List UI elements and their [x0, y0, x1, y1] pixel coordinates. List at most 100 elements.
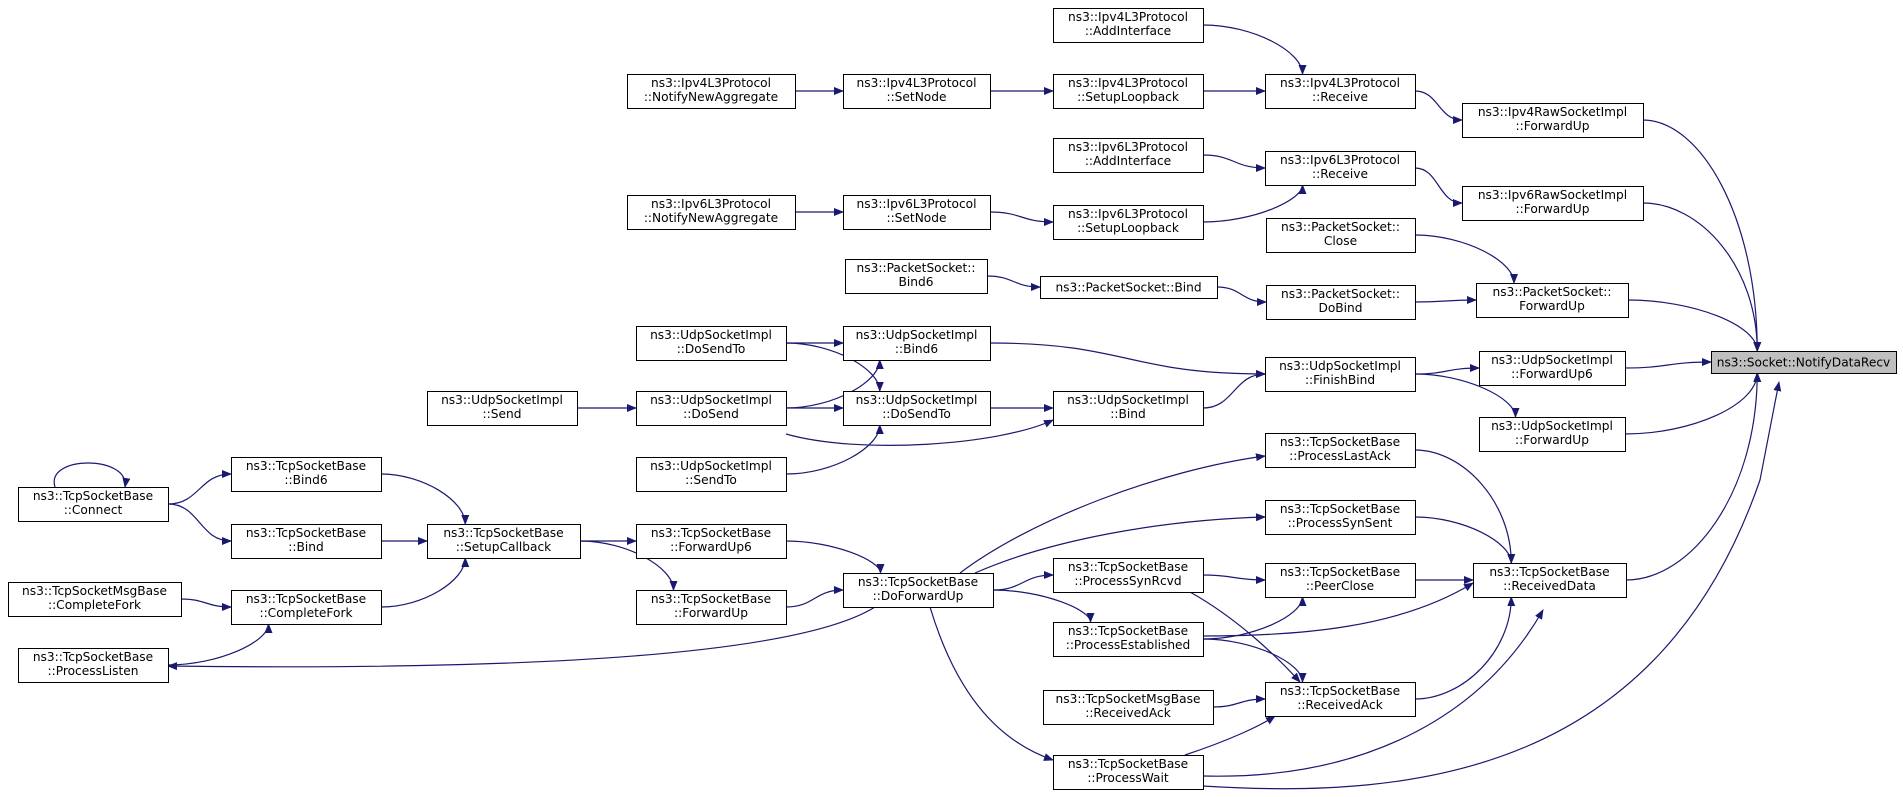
- node-ipv4_setuplo[interactable]: ns3::Ipv4L3Protocol::SetupLoopback: [1053, 74, 1204, 109]
- node-tcp_synsent[interactable]: ns3::TcpSocketBase::ProcessSynSent: [1265, 500, 1416, 535]
- node-udp_fwd[interactable]: ns3::UdpSocketImpl::ForwardUp: [1479, 417, 1626, 452]
- edges-layer: [53, 24, 1782, 790]
- node-box[interactable]: [1053, 74, 1204, 109]
- node-tcp_lastack[interactable]: ns3::TcpSocketBase::ProcessLastAck: [1265, 433, 1416, 468]
- node-box[interactable]: [1053, 391, 1204, 426]
- node-box[interactable]: [1711, 351, 1897, 374]
- node-box[interactable]: [1265, 500, 1416, 535]
- node-tcp_completefork[interactable]: ns3::TcpSocketBase::CompleteFork: [231, 590, 382, 625]
- node-ipv4_notify[interactable]: ns3::Ipv4L3Protocol::NotifyNewAggregate: [627, 74, 796, 109]
- node-label-line: ::ForwardUp: [674, 606, 748, 620]
- node-box[interactable]: [1053, 558, 1204, 593]
- node-tcp_connect[interactable]: ns3::TcpSocketBase::Connect: [18, 487, 169, 522]
- node-box[interactable]: [636, 326, 787, 361]
- node-udp_send[interactable]: ns3::UdpSocketImpl::Send: [427, 391, 578, 426]
- node-label-line: ns3::TcpSocketBase: [1068, 624, 1188, 638]
- node-ipv6_recv[interactable]: ns3::Ipv6L3Protocol::Receive: [1265, 151, 1416, 186]
- node-box[interactable]: [636, 590, 787, 625]
- node-box[interactable]: [231, 590, 382, 625]
- node-box[interactable]: [843, 195, 991, 230]
- node-ipv4_setnode[interactable]: ns3::Ipv4L3Protocol::SetNode: [843, 74, 991, 109]
- node-tcp_bind[interactable]: ns3::TcpSocketBase::Bind: [231, 524, 382, 559]
- node-label-line: ns3::PacketSocket::: [1281, 220, 1400, 234]
- node-box[interactable]: [843, 74, 991, 109]
- node-box[interactable]: [231, 524, 382, 559]
- node-box[interactable]: [1265, 74, 1416, 109]
- node-box[interactable]: [1043, 690, 1214, 725]
- node-tcpmsg_completefork[interactable]: ns3::TcpSocketMsgBase::CompleteFork: [8, 582, 182, 617]
- node-box[interactable]: [845, 259, 988, 294]
- node-pkt_bind[interactable]: ns3::PacketSocket::Bind: [1040, 276, 1218, 299]
- node-ipv4_recv[interactable]: ns3::Ipv4L3Protocol::Receive: [1265, 74, 1416, 109]
- node-ipv6_addif[interactable]: ns3::Ipv6L3Protocol::AddInterface: [1053, 138, 1204, 173]
- node-box[interactable]: [1473, 563, 1627, 598]
- node-udp_finishbind[interactable]: ns3::UdpSocketImpl::FinishBind: [1265, 357, 1416, 392]
- node-tcp_recvack[interactable]: ns3::TcpSocketBase::ReceivedAck: [1265, 682, 1416, 717]
- node-box[interactable]: [1266, 285, 1416, 320]
- node-tcp_wait[interactable]: ns3::TcpSocketBase::ProcessWait: [1053, 755, 1204, 790]
- node-box[interactable]: [1462, 186, 1644, 221]
- node-box[interactable]: [1479, 417, 1626, 452]
- node-box[interactable]: [1053, 8, 1204, 43]
- node-ipv6_setuplo[interactable]: ns3::Ipv6L3Protocol::SetupLoopback: [1053, 205, 1204, 240]
- node-pkt_fwd[interactable]: ns3::PacketSocket::ForwardUp: [1476, 283, 1629, 318]
- node-box[interactable]: [1266, 218, 1416, 253]
- node-box[interactable]: [1040, 276, 1218, 299]
- node-root[interactable]: ns3::Socket::NotifyDataRecv: [1711, 351, 1897, 374]
- node-box[interactable]: [1053, 755, 1204, 790]
- node-tcp_recvdata[interactable]: ns3::TcpSocketBase::ReceivedData: [1473, 563, 1627, 598]
- node-ipv4raw[interactable]: ns3::Ipv4RawSocketImpl::ForwardUp: [1462, 103, 1644, 138]
- node-box[interactable]: [1476, 283, 1629, 318]
- node-box[interactable]: [427, 524, 581, 559]
- node-ipv6raw[interactable]: ns3::Ipv6RawSocketImpl::ForwardUp: [1462, 186, 1644, 221]
- node-box[interactable]: [1462, 103, 1644, 138]
- node-box[interactable]: [636, 457, 787, 492]
- node-box[interactable]: [1479, 351, 1626, 386]
- node-udp_dosend[interactable]: ns3::UdpSocketImpl::DoSend: [636, 391, 787, 426]
- node-tcp_listen[interactable]: ns3::TcpSocketBase::ProcessListen: [18, 648, 169, 683]
- node-pkt_dobind[interactable]: ns3::PacketSocket::DoBind: [1266, 285, 1416, 320]
- node-box[interactable]: [1265, 151, 1416, 186]
- node-box[interactable]: [1265, 357, 1416, 392]
- node-box[interactable]: [18, 487, 169, 522]
- node-tcp_doforwardup[interactable]: ns3::TcpSocketBase::DoForwardUp: [843, 573, 994, 608]
- node-box[interactable]: [1265, 682, 1416, 717]
- node-tcp_established[interactable]: ns3::TcpSocketBase::ProcessEstablished: [1053, 622, 1204, 657]
- node-tcp_peerclose[interactable]: ns3::TcpSocketBase::PeerClose: [1265, 563, 1416, 598]
- node-udp_fwd6[interactable]: ns3::UdpSocketImpl::ForwardUp6: [1479, 351, 1626, 386]
- node-box[interactable]: [427, 391, 578, 426]
- node-box[interactable]: [8, 582, 182, 617]
- node-pkt_bind6[interactable]: ns3::PacketSocket::Bind6: [845, 259, 988, 294]
- node-box[interactable]: [843, 391, 991, 426]
- node-tcp_fwdup[interactable]: ns3::TcpSocketBase::ForwardUp: [636, 590, 787, 625]
- node-box[interactable]: [1053, 138, 1204, 173]
- node-box[interactable]: [1053, 205, 1204, 240]
- node-box[interactable]: [1053, 622, 1204, 657]
- node-tcp_synrcvd[interactable]: ns3::TcpSocketBase::ProcessSynRcvd: [1053, 558, 1204, 593]
- node-udp_bind[interactable]: ns3::UdpSocketImpl::Bind: [1053, 391, 1204, 426]
- node-tcp_setupcb[interactable]: ns3::TcpSocketBase::SetupCallback: [427, 524, 581, 559]
- node-udp_dosendto_l[interactable]: ns3::UdpSocketImpl::DoSendTo: [636, 326, 787, 361]
- node-box[interactable]: [1265, 433, 1416, 468]
- node-tcp_fwdup6[interactable]: ns3::TcpSocketBase::ForwardUp6: [636, 524, 787, 559]
- node-box[interactable]: [1265, 563, 1416, 598]
- node-ipv6_setnode[interactable]: ns3::Ipv6L3Protocol::SetNode: [843, 195, 991, 230]
- node-tcp_bind6[interactable]: ns3::TcpSocketBase::Bind6: [231, 457, 382, 492]
- node-box[interactable]: [627, 74, 796, 109]
- node-tcpmsg_recvack[interactable]: ns3::TcpSocketMsgBase::ReceivedAck: [1043, 690, 1214, 725]
- node-box[interactable]: [636, 524, 787, 559]
- node-pkt_close[interactable]: ns3::PacketSocket::Close: [1266, 218, 1416, 253]
- node-box[interactable]: [18, 648, 169, 683]
- node-box[interactable]: [843, 326, 991, 361]
- node-box[interactable]: [627, 195, 796, 230]
- node-label-line: ::DoForwardUp: [873, 589, 964, 603]
- node-ipv6_notify[interactable]: ns3::Ipv6L3Protocol::NotifyNewAggregate: [627, 195, 796, 230]
- node-box[interactable]: [636, 391, 787, 426]
- node-box[interactable]: [231, 457, 382, 492]
- node-udp_sendto[interactable]: ns3::UdpSocketImpl::SendTo: [636, 457, 787, 492]
- node-udp_dosendto[interactable]: ns3::UdpSocketImpl::DoSendTo: [843, 391, 991, 426]
- node-ipv4_addif[interactable]: ns3::Ipv4L3Protocol::AddInterface: [1053, 8, 1204, 43]
- node-box[interactable]: [843, 573, 994, 608]
- node-udp_bind6[interactable]: ns3::UdpSocketImpl::Bind6: [843, 326, 991, 361]
- node-label-line: ns3::UdpSocketImpl: [1491, 419, 1613, 433]
